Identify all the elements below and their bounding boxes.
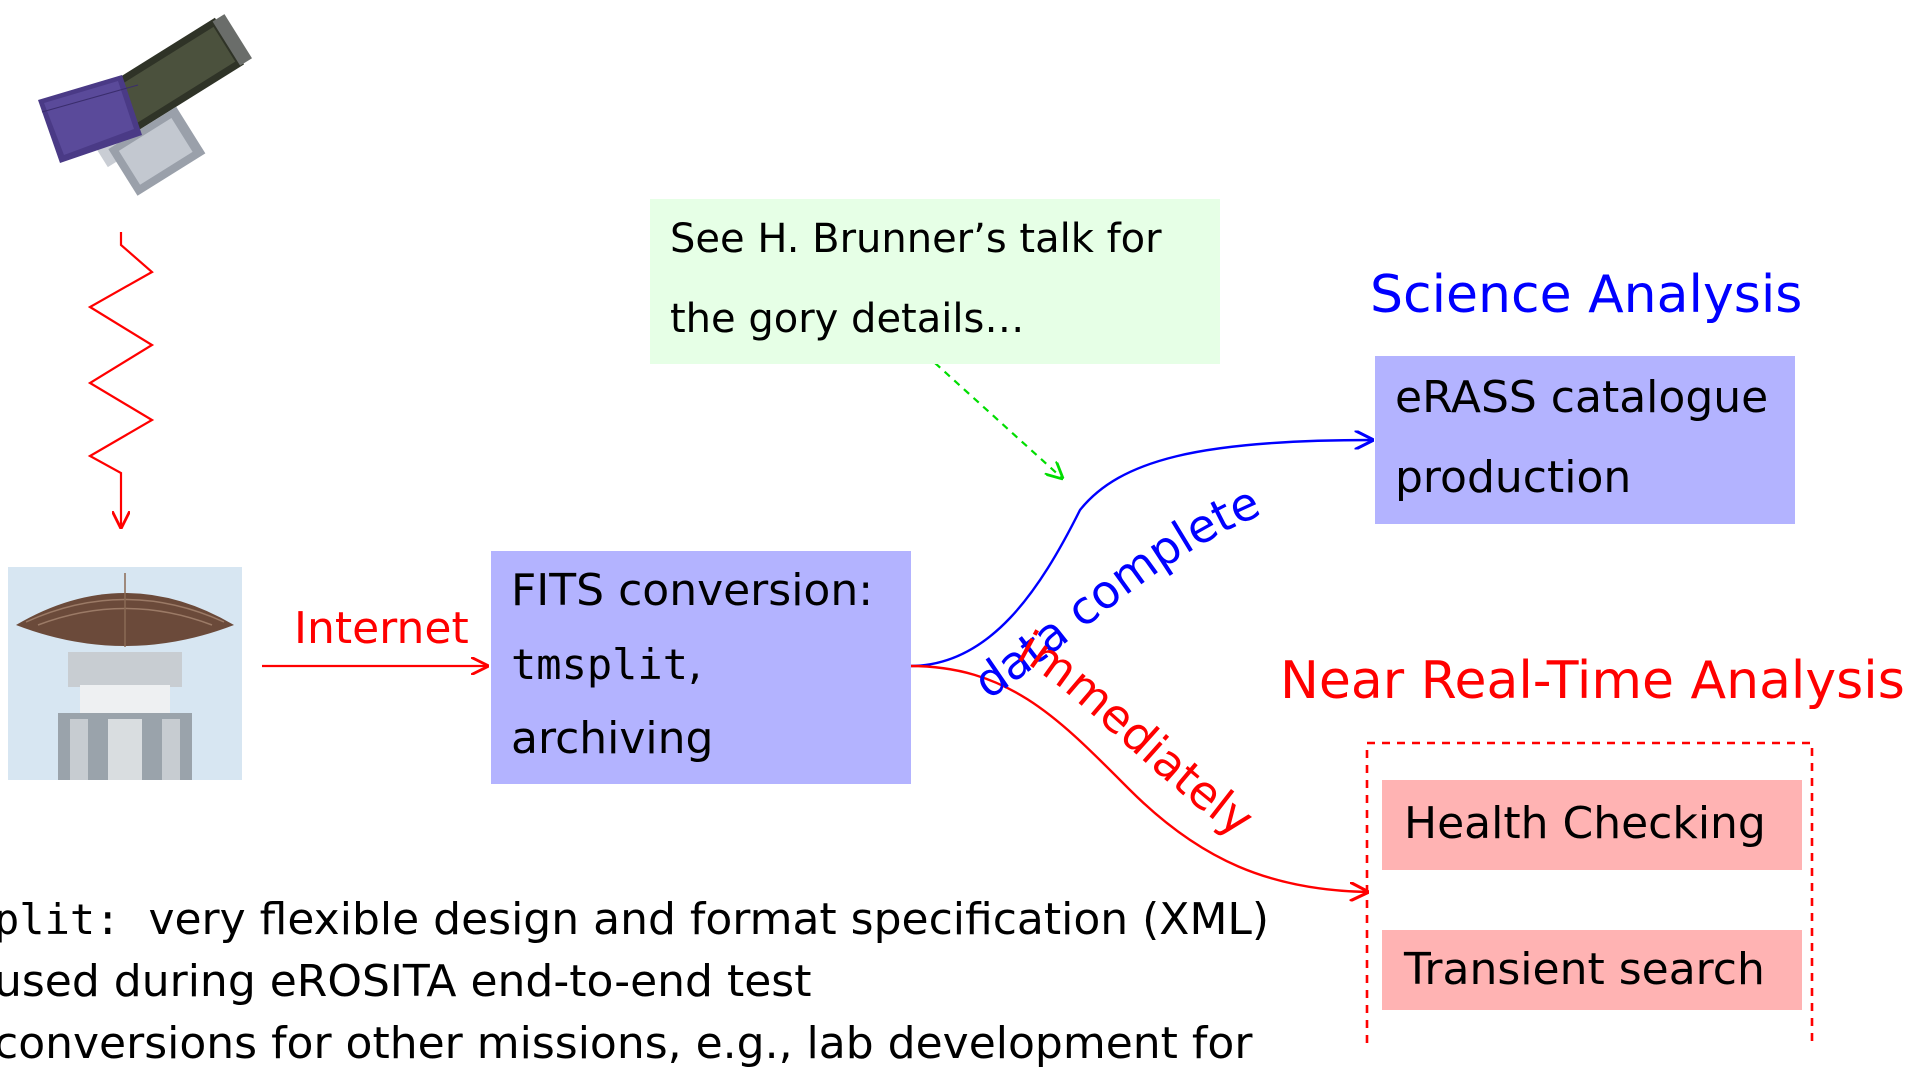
bullet-2: used during eROSITA end-to-end test <box>0 956 812 1007</box>
transient-search-label: Transient search <box>1404 944 1765 995</box>
tmsplit-code: tmsplit <box>511 640 689 689</box>
nrta-title: Near Real-Time Analysis <box>1280 651 1905 711</box>
fits-line-1: FITS conversion: <box>511 565 874 616</box>
health-checking-label: Health Checking <box>1404 798 1766 849</box>
science-analysis-title: Science Analysis <box>1370 265 1803 325</box>
connector-layer: data complete immediately <box>87 232 1814 1044</box>
erass-line-1: eRASS catalogue <box>1395 372 1769 423</box>
brunner-note: See H. Brunner’s talk for the gory detai… <box>650 199 1220 364</box>
fits-line-3: archiving <box>511 713 714 764</box>
satellite-icon <box>38 14 252 196</box>
immediately-arrow <box>909 664 1367 892</box>
internet-label: Internet <box>294 603 469 654</box>
note-pointer-arrow <box>934 362 1062 478</box>
immediately-label: immediately <box>1010 620 1264 847</box>
downlink-zigzag-arrow <box>87 232 155 527</box>
ground-station-antenna-icon <box>8 567 242 780</box>
health-checking-box: Health Checking <box>1382 780 1802 870</box>
bullet-1: plit: very flexible design and format sp… <box>0 898 1269 942</box>
fits-line-2: tmsplit, <box>511 643 702 687</box>
transient-search-box: Transient search <box>1382 930 1802 1010</box>
erass-line-2: production <box>1395 452 1632 503</box>
data-complete-label: data complete <box>964 475 1268 710</box>
erass-catalogue-box: eRASS catalogue production <box>1375 356 1795 524</box>
bullet-3: conversions for other missions, e.g., la… <box>0 1018 1253 1069</box>
bullet-1-code: plit: <box>0 895 121 944</box>
note-line-2: the gory details… <box>670 296 1025 342</box>
fits-conversion-box: FITS conversion: tmsplit, archiving <box>491 551 911 784</box>
fits-line-2-suffix: , <box>688 639 703 690</box>
bullet-1-text: very flexible design and format specific… <box>148 894 1270 945</box>
note-line-1: See H. Brunner’s talk for <box>670 216 1162 262</box>
data-complete-arrow <box>909 440 1372 668</box>
